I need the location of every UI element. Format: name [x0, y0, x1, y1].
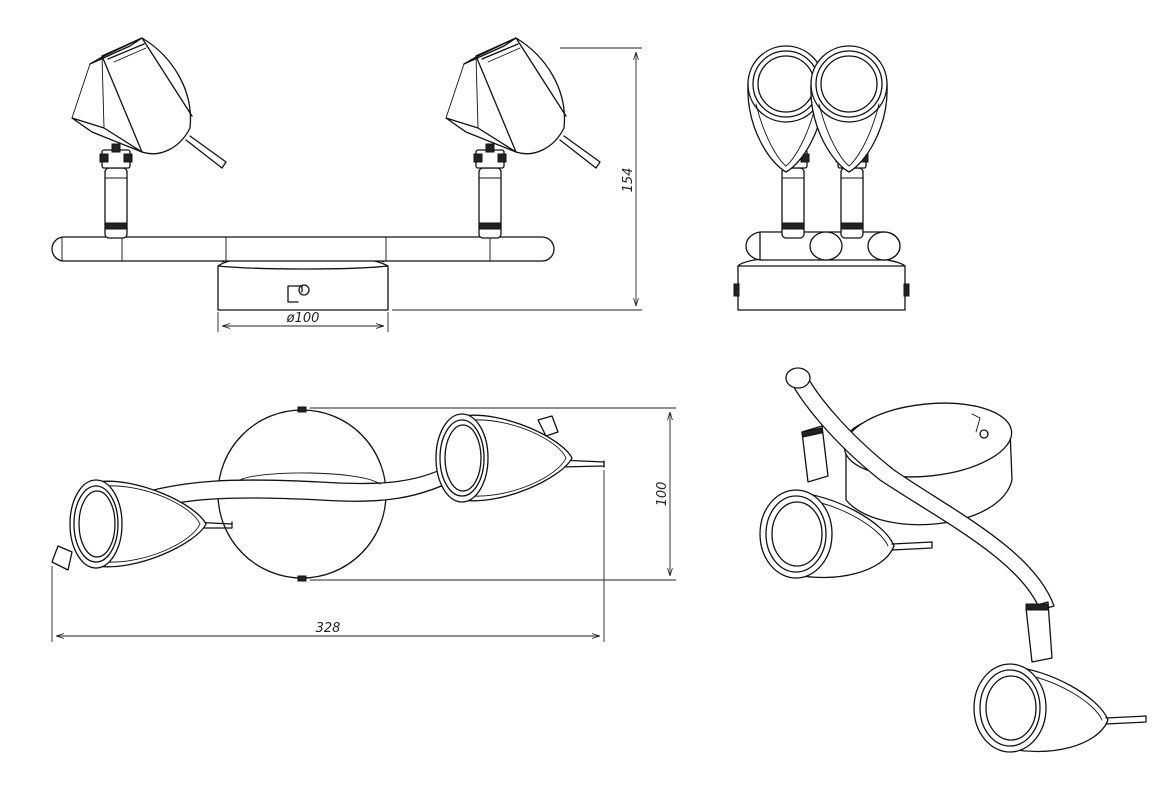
side-view	[733, 45, 910, 311]
dim-length-label: 328	[316, 621, 341, 636]
front-view: 154 ø100	[51, 37, 642, 332]
dim-base-diameter-label: ø100	[286, 311, 320, 326]
dim-depth-label: 100	[655, 482, 670, 507]
perspective-view	[759, 367, 1147, 753]
top-view: 100 328	[51, 406, 676, 642]
dim-height-label: 154	[621, 168, 636, 193]
